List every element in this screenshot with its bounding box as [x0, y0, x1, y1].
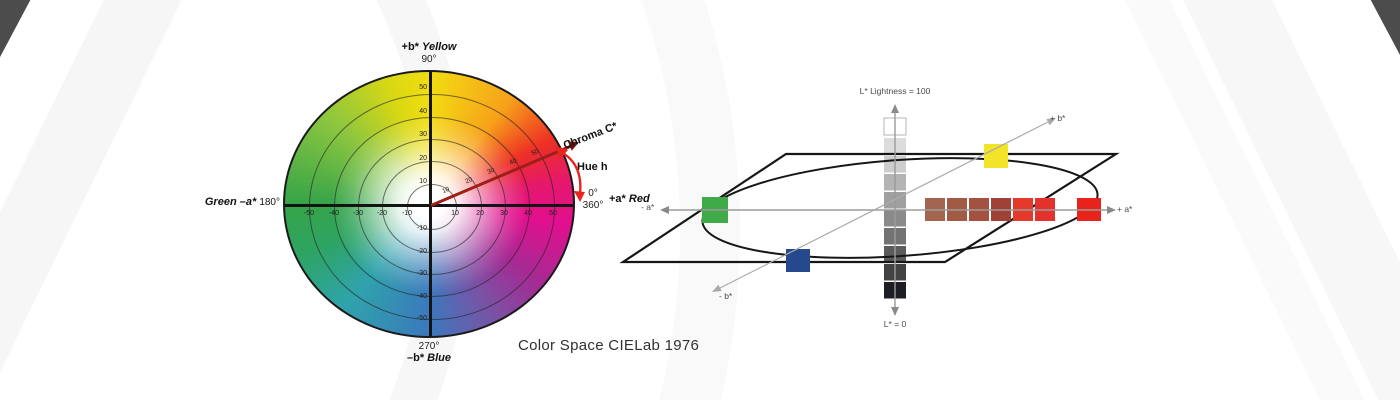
axis-sign: –b*	[406, 352, 425, 364]
tick-label: -10	[416, 225, 427, 232]
arrow-up-icon	[891, 104, 899, 113]
tick-label: 20	[419, 155, 427, 162]
wheel-label-red: +a* Red	[609, 193, 650, 205]
tick-label: -20	[376, 210, 388, 217]
arrow-left-icon	[660, 206, 669, 214]
axis-name: Yellow	[422, 41, 457, 53]
wheel-label-blue: –b* Blue	[379, 352, 479, 364]
corner-accent	[1361, 0, 1400, 81]
yellow-swatch	[984, 144, 1008, 168]
b-axis-pos-label: + b*	[1050, 113, 1066, 123]
tick-label: -40	[328, 210, 340, 217]
wheel-label-yellow: +b* Yellow	[379, 41, 479, 53]
arrow-down-icon	[891, 307, 899, 316]
wheel-degree-0: 0°	[588, 188, 598, 199]
tick-label: 40	[419, 108, 427, 115]
arrow-right-icon	[1107, 206, 1116, 214]
tick-label: -30	[352, 210, 364, 217]
wheel-ring	[309, 94, 555, 320]
axis-sign: +a*	[609, 193, 626, 205]
tick-label: 10	[419, 178, 427, 185]
b-axis-neg-label: - b*	[719, 291, 733, 301]
wheel-degree-270: 270°	[418, 341, 440, 352]
b-axis	[719, 121, 1049, 289]
tick-label: -50	[303, 210, 315, 217]
wheel-degree-90: 90°	[421, 54, 437, 65]
diagram-caption: Color Space CIELab 1976	[518, 337, 700, 354]
tick-label: 30	[500, 210, 508, 217]
tick-label: -10	[401, 210, 413, 217]
tick-label: 30	[419, 131, 427, 138]
tick-label: 10	[451, 210, 459, 217]
l-axis-bottom-label: L* = 0	[883, 319, 907, 329]
blue-swatch	[786, 249, 810, 272]
tick-label: -50	[416, 315, 427, 322]
axis-name: Red	[628, 193, 650, 205]
tick-label: 20	[476, 210, 484, 217]
hue-label: Hue h	[577, 161, 608, 173]
tick-label: 40	[524, 210, 532, 217]
tick-label: -30	[416, 270, 427, 277]
tick-label: -40	[416, 293, 427, 300]
l-axis-top-label: L* Lightness = 100	[859, 86, 931, 96]
axis-name: Blue	[427, 352, 452, 364]
a-axis-neg-label: - a*	[641, 202, 655, 212]
axis-degree: 180°	[259, 197, 280, 208]
color-wheel: 50 40 30 20 10 -10 -20 -30 -40 -50 -50 -…	[283, 70, 575, 338]
hue-arc-icon	[555, 146, 585, 202]
a-star-axis	[285, 204, 573, 207]
tick-label: 50	[419, 84, 427, 91]
axis-name: Green –a*	[204, 196, 257, 208]
axis-sign: +b*	[401, 41, 419, 53]
arrow-downleft-icon	[712, 284, 722, 292]
wheel-label-green: Green –a* 180°	[150, 196, 280, 208]
a-axis-pos-label: + a*	[1117, 204, 1133, 214]
wheel-degree-360: 360°	[582, 200, 604, 211]
corner-accent	[0, 0, 39, 83]
arrow-upright-icon	[1046, 118, 1056, 126]
tick-label: -20	[416, 248, 427, 255]
background-band	[1163, 0, 1400, 400]
tick-label: 50	[549, 210, 557, 217]
lab-3d-diagram	[619, 104, 1120, 316]
